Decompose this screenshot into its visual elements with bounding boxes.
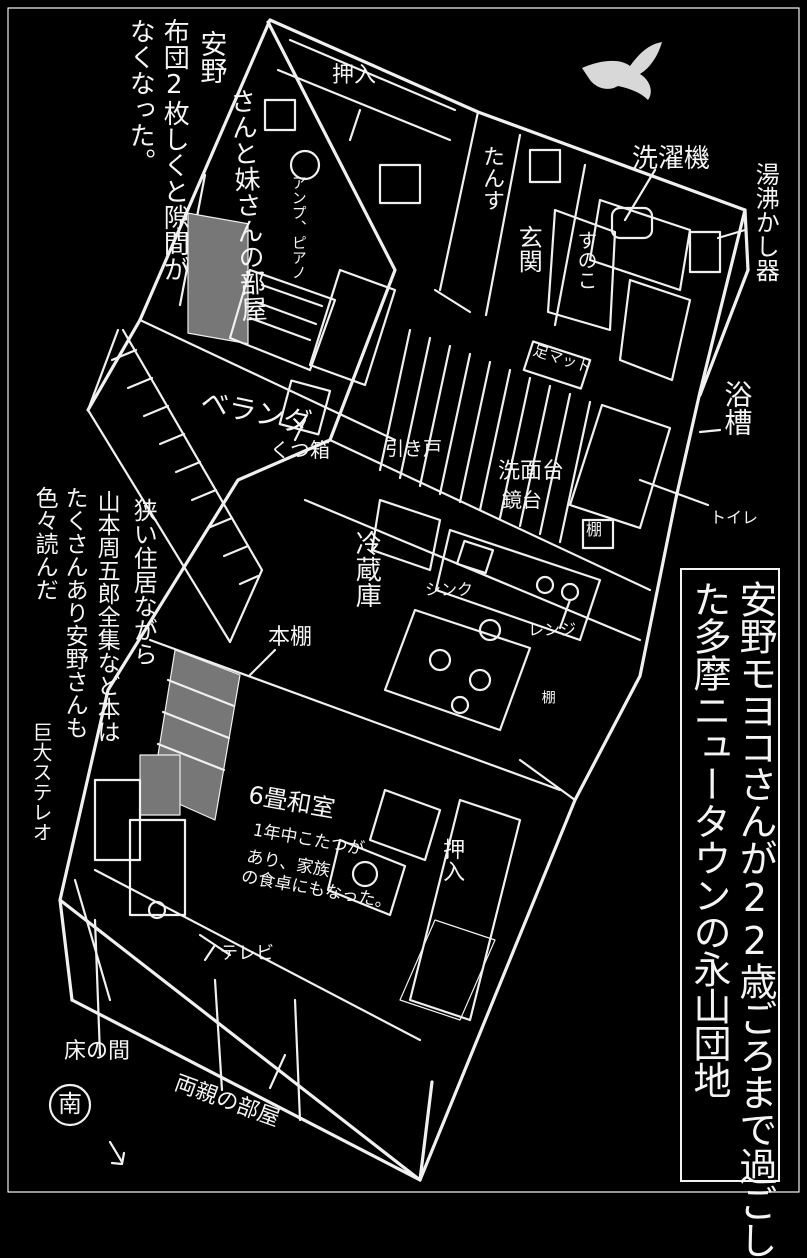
label-stereo: 巨大ステレオ <box>29 722 53 842</box>
note-room-col1: 安野 <box>195 30 227 84</box>
title-box: 安野モヨコさんが22歳ごろまで過ごし た多摩ニュータウンの永山団地 <box>680 568 780 1258</box>
note-books-col3: たくさんあり安野さんも <box>61 486 88 739</box>
veranda <box>86 328 332 644</box>
bird-icon <box>582 42 662 100</box>
arrow-down-right-icon <box>108 1140 126 1166</box>
bath-toilet <box>568 403 672 550</box>
label-yuwakashiki: 湯沸かし器 <box>751 162 780 282</box>
label-kutsubako: くつ箱 <box>270 438 330 462</box>
label-sunoko: すのこ <box>574 230 598 290</box>
image-border <box>7 7 800 1193</box>
label-hondana: 本棚 <box>268 625 313 650</box>
label-range: レンジ <box>528 620 577 639</box>
label-tokonoma: 床の間 <box>64 1039 131 1064</box>
label-genkan: 玄関 <box>514 225 543 273</box>
label-reizoko: 冷蔵庫 <box>351 530 382 608</box>
note-room-col2: 布団2枚しくと隙間が <box>159 18 190 282</box>
note-books-col4: 色々読んだ <box>31 486 58 601</box>
leader-lines <box>93 168 747 1090</box>
bookshelf-stereo <box>93 638 562 920</box>
label-senmendai: 洗面台 <box>498 459 565 484</box>
entrance-block <box>378 110 722 544</box>
label-oshiire-bottom: 押入 <box>439 838 465 882</box>
label-tansu: たんす <box>479 145 505 211</box>
note-room-col3: なくなった。 <box>125 18 156 174</box>
washitsu <box>73 788 522 1122</box>
label-sink: シンク <box>425 580 474 599</box>
label-toilet: トイレ <box>710 508 759 527</box>
label-amp-piano: アンプ、ピアノ <box>289 175 308 280</box>
label-tana: 棚 <box>586 520 603 539</box>
building-outline <box>58 18 750 1182</box>
note-books-col1: 狭い住居ながら <box>129 498 158 666</box>
bedroom-upper <box>178 38 457 387</box>
note-books-col2: 山本周五郎全集など本は <box>93 490 120 743</box>
label-oshiire-top: 押入 <box>332 63 377 88</box>
label-south: 南 <box>58 1090 82 1118</box>
label-tv: テレビ <box>220 943 274 964</box>
south-compass-icon <box>48 1083 92 1127</box>
title-line-1: 安野モヨコさんが22歳ごろまで過ごし <box>733 580 777 1258</box>
kitchen <box>303 438 652 802</box>
label-tana-kitchen: 棚 <box>539 690 556 704</box>
floor-plan-illustration: 安野モヨコさんが22歳ごろまで過ごし た多摩ニュータウンの永山団地 押入 安野 … <box>7 7 800 1258</box>
floor-plan-drawing <box>7 7 800 1193</box>
title-line-2: た多摩ニュータウンの永山団地 <box>687 580 731 1098</box>
label-hikido: 引き戸 <box>385 438 443 460</box>
label-sentakuki: 洗濯機 <box>632 144 711 174</box>
label-yokuso: 浴槽 <box>720 380 754 436</box>
label-kyodai: 鏡台 <box>502 488 542 512</box>
